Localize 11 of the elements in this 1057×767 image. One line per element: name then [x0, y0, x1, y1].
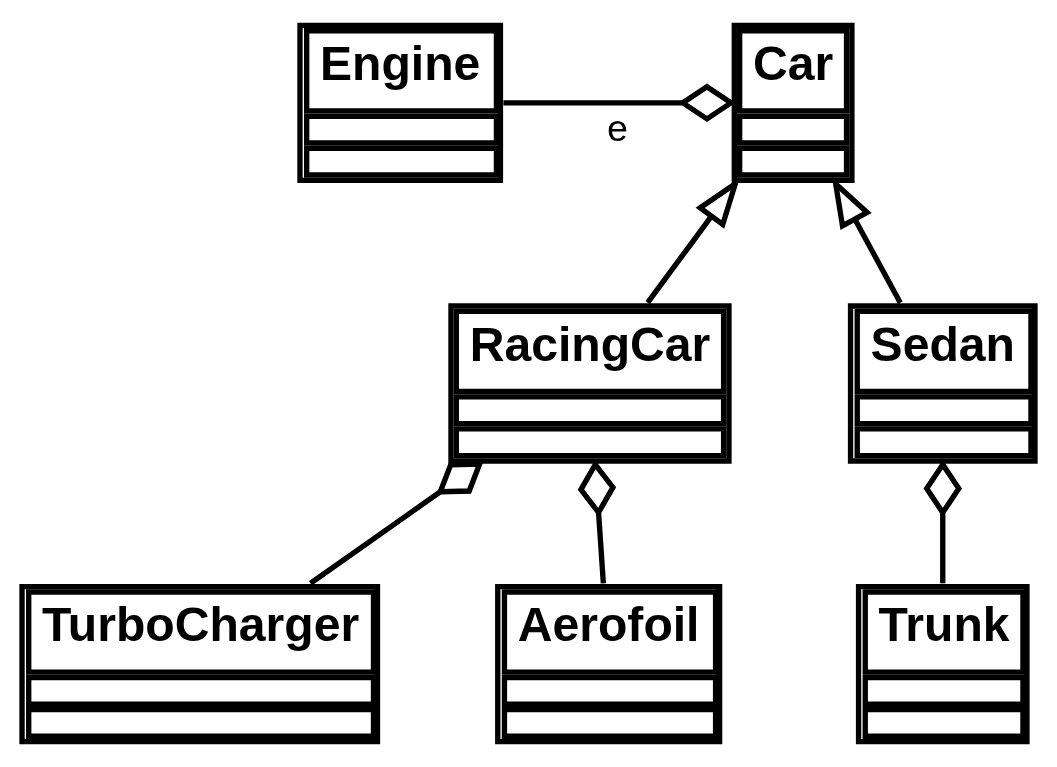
node-box: TurboCharger [19, 583, 381, 745]
node-box: Car [731, 22, 855, 184]
node-box: Engine [297, 22, 504, 184]
node-box: Trunk [855, 583, 1030, 745]
node-box: RacingCar [448, 303, 732, 464]
arrow [645, 177, 741, 305]
node-box: Aerofoil [495, 583, 723, 745]
edge-label: e [606, 109, 629, 152]
connector [309, 461, 484, 586]
arrow [831, 176, 903, 304]
node-box: Sedan [847, 303, 1038, 464]
